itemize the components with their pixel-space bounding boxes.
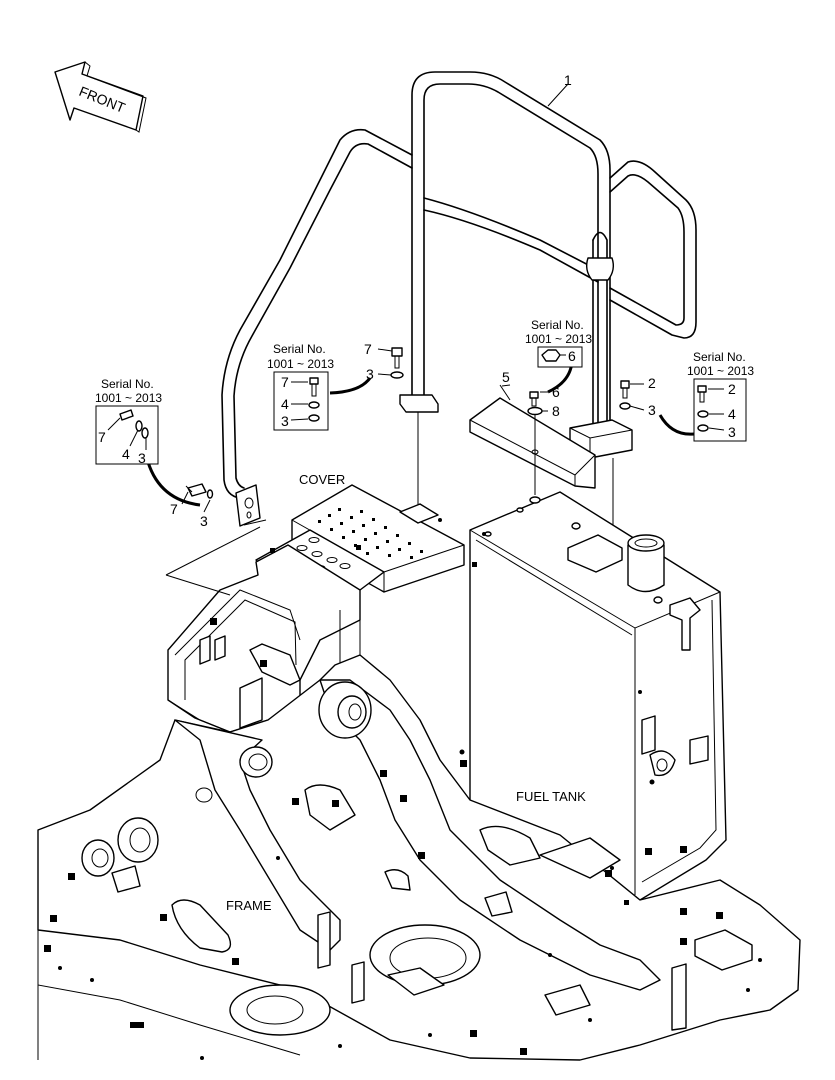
serial-left-item-4: 4: [122, 446, 130, 462]
serial-left-item-7: 7: [98, 429, 106, 445]
serial-mid-item-4: 4: [281, 396, 289, 412]
serial-box-mid: Serial No. 1001 ~ 2013 7 4 3: [267, 342, 334, 431]
handrail: [221, 71, 697, 527]
serial-right-item-3: 3: [728, 424, 736, 440]
label-frame: FRAME: [226, 898, 272, 913]
serial-box-center: Serial No. 1001 ~ 2013 6: [525, 318, 592, 368]
serial-right-item-2: 2: [728, 381, 736, 397]
label-cover: COVER: [299, 472, 345, 487]
cover-perforations: [318, 508, 423, 559]
serial-mid-title: Serial No.: [273, 342, 326, 356]
callout-3-left: 3: [200, 513, 208, 529]
serial-box-left: Serial No. 1001 ~ 2013 7 4 3: [95, 377, 162, 466]
serial-center-range: 1001 ~ 2013: [525, 332, 592, 346]
frame-rivets: [44, 545, 723, 1055]
callout-1: 1: [564, 72, 572, 88]
callout-7-mid: 7: [364, 341, 372, 357]
frame-holes: [58, 518, 762, 1060]
callout-8: 8: [552, 403, 560, 419]
serial-right-title: Serial No.: [693, 350, 746, 364]
callout-numbers: 1 5 6 8 2 3 7 3 7 3: [170, 72, 656, 529]
serial-left-range: 1001 ~ 2013: [95, 391, 162, 405]
callout-6: 6: [552, 384, 560, 400]
fuel-tank: [469, 491, 727, 901]
callout-2: 2: [648, 375, 656, 391]
serial-box-right: Serial No. 1001 ~ 2013 2 4 3: [687, 350, 754, 442]
bracket-part-5: [469, 397, 596, 489]
serial-left-title: Serial No.: [101, 377, 154, 391]
callout-leaders: [146, 83, 695, 513]
upper-frame: [167, 544, 361, 733]
serial-right-range: 1001 ~ 2013: [687, 364, 754, 378]
bolt-left: [185, 483, 214, 499]
serial-center-title: Serial No.: [531, 318, 584, 332]
reference-lines: [165, 519, 267, 596]
bolt-6-washer-8: [527, 391, 543, 416]
bolt-right: [619, 380, 631, 410]
serial-mid-item-3: 3: [281, 413, 289, 429]
serial-right-item-4: 4: [728, 406, 736, 422]
callout-3-right: 3: [648, 402, 656, 418]
front-arrow: FRONT: [54, 61, 147, 133]
bolt-mid: [390, 347, 404, 379]
cover: [291, 484, 465, 593]
callout-5: 5: [502, 369, 510, 385]
label-fuel-tank: FUEL TANK: [516, 789, 586, 804]
serial-center-item-6: 6: [568, 348, 576, 364]
callout-3-mid: 3: [366, 366, 374, 382]
callout-7-left: 7: [170, 501, 178, 517]
serial-mid-item-7: 7: [281, 374, 289, 390]
serial-mid-range: 1001 ~ 2013: [267, 357, 334, 371]
serial-left-item-3: 3: [138, 450, 146, 466]
